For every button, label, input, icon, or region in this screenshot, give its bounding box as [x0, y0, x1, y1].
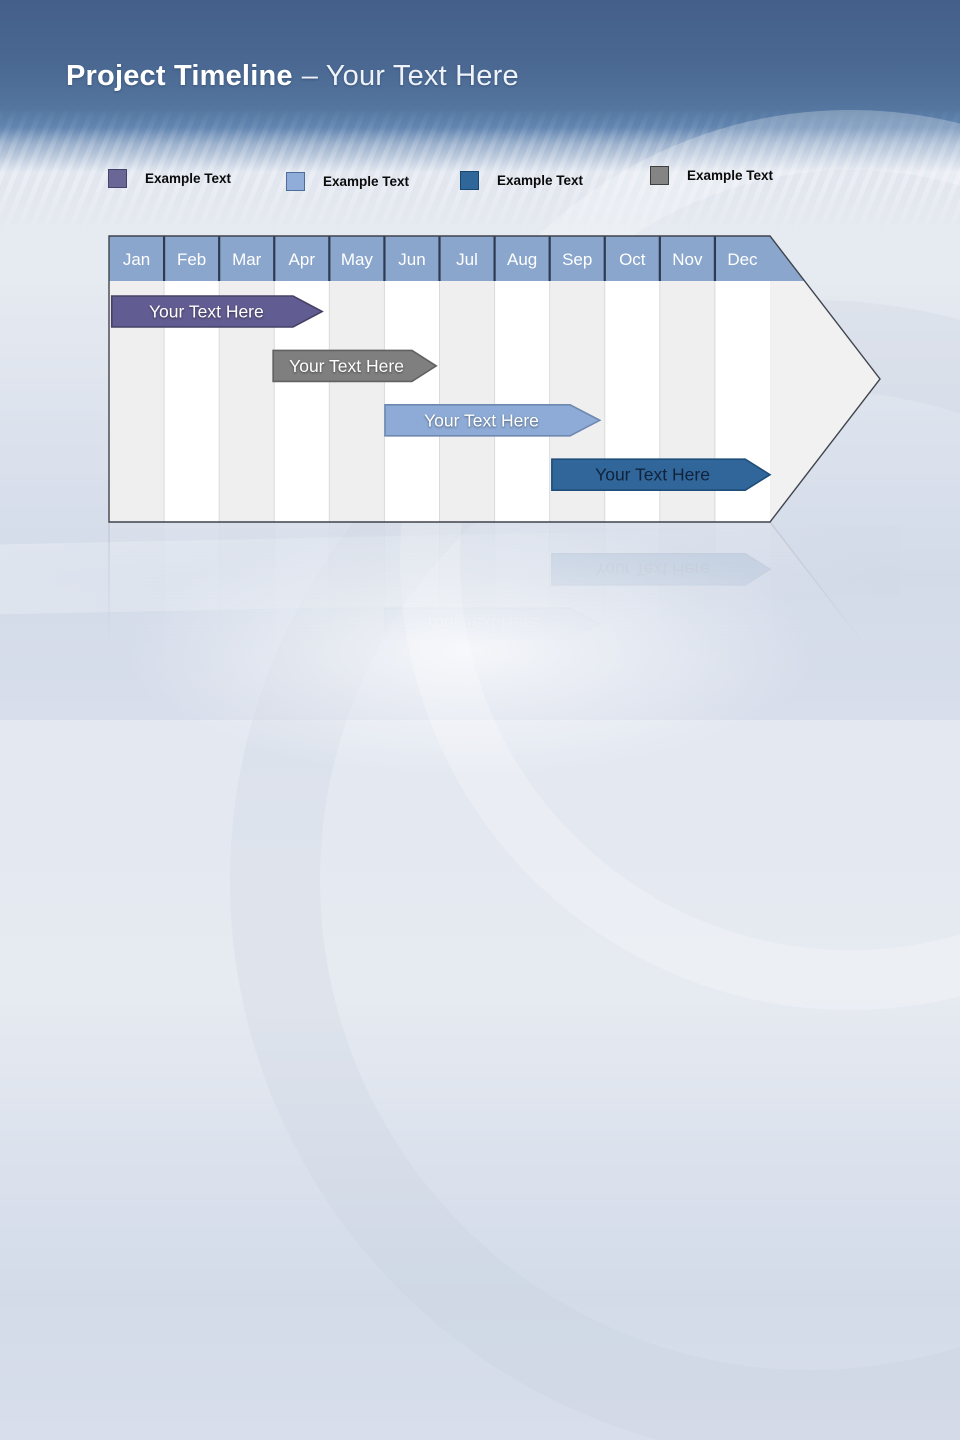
timeline-bar-shape[interactable]: [272, 349, 438, 383]
big-arrow-outline: [108, 235, 881, 523]
month-header-band: [109, 236, 805, 281]
month-label: Nov: [672, 250, 703, 269]
month-label: Jun: [398, 250, 425, 269]
timeline-bar-label: Your Text Here: [595, 465, 710, 485]
legend-swatch-darkblue: [460, 171, 479, 190]
timeline-bar-label: Your Text Here: [149, 302, 264, 322]
legend-label: Example Text: [687, 168, 774, 183]
legend-label: Example Text: [145, 171, 232, 186]
timeline-bar-label: Your Text Here: [424, 410, 539, 430]
timeline-bar-shape[interactable]: [384, 403, 602, 437]
month-label: May: [341, 250, 374, 269]
legend-item[interactable]: Example Text: [286, 172, 409, 191]
month-label: Sep: [562, 250, 592, 269]
legend-swatch-gray: [650, 166, 669, 185]
month-label: Jul: [456, 250, 478, 269]
month-stripe: [439, 281, 495, 522]
timeline-group: Jan Feb Mar Apr May Jun Jul Aug Sep Oct Nov DecYour…: [108, 235, 881, 523]
legend-label: Example Text: [323, 174, 410, 189]
timeline-svg: Jan Feb Mar Apr May Jun Jul Aug Sep Oct Nov DecYour…: [0, 235, 960, 720]
legend-item[interactable]: Example Text: [460, 171, 583, 190]
month-label: Jan: [123, 250, 150, 269]
month-label: Dec: [727, 250, 758, 269]
legend-item[interactable]: Example Text: [108, 169, 231, 188]
timeline-reflection: [109, 522, 880, 720]
timeline-bar[interactable]: Your Text Here: [384, 403, 602, 437]
legend-label: Example Text: [497, 173, 584, 188]
month-label: Apr: [289, 250, 316, 269]
slide-title-main: Project Timeline: [66, 60, 293, 92]
timeline-bar-shape[interactable]: [551, 458, 772, 492]
slide-title[interactable]: Project Timeline– Your Text Here: [66, 60, 519, 93]
timeline-bar[interactable]: Your Text Here: [272, 349, 438, 383]
month-label: Oct: [619, 250, 646, 269]
timeline-bar[interactable]: Your Text Here: [110, 295, 324, 328]
legend-item[interactable]: Example Text: [650, 166, 773, 185]
timeline-bar-shape[interactable]: [110, 295, 324, 328]
timeline-bar-label: Your Text Here: [289, 356, 404, 376]
legend-swatch-purple: [108, 169, 127, 188]
timeline-bar[interactable]: Your Text Here: [551, 458, 772, 492]
month-label: Feb: [177, 250, 206, 269]
legend-swatch-lightblue: [286, 172, 305, 191]
month-stripe: [329, 281, 385, 522]
slide-title-sub: – Your Text Here: [301, 60, 519, 92]
month-label: Aug: [507, 250, 537, 269]
month-label: Mar: [232, 250, 262, 269]
